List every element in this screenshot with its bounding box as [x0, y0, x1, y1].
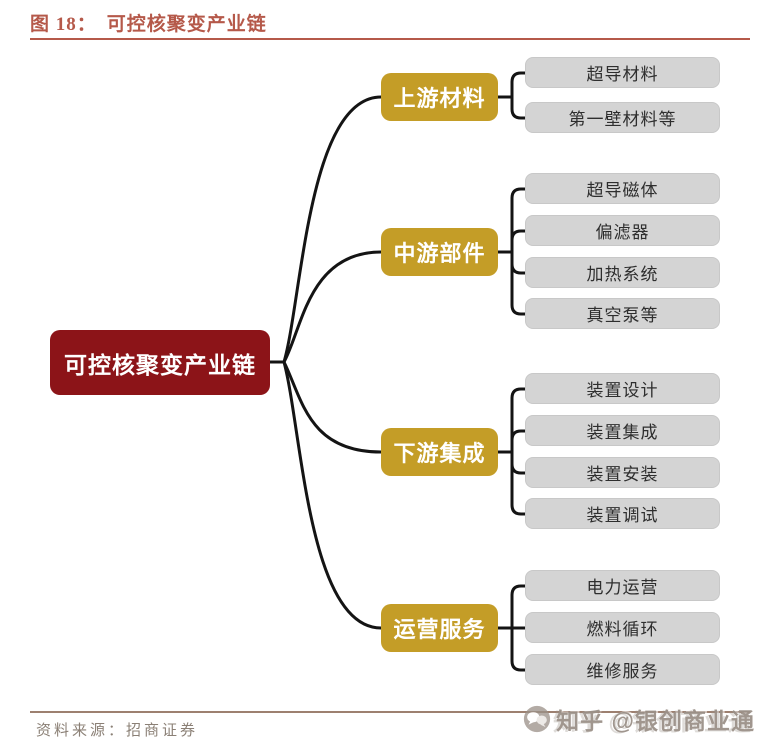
branch-curve-2 [282, 250, 383, 364]
title-underline [30, 38, 750, 40]
figure-title: 图 18： 可控核聚变产业链 [30, 8, 267, 36]
leaf-wire-3-3 [510, 450, 527, 475]
leaf-node: 第一壁材料等 [525, 102, 720, 133]
branch-label: 下游集成 [393, 441, 486, 466]
branch-node-downstream: 下游集成 [381, 428, 498, 476]
leaf-wire-2-4 [510, 250, 527, 316]
root-node-label: 可控核聚变产业链 [64, 351, 256, 378]
leaf-label: 装置安装 [586, 465, 659, 484]
leaf-wire-3-2 [510, 429, 527, 454]
leaf-node: 超导磁体 [525, 173, 720, 204]
leaf-label: 电力运营 [586, 578, 659, 597]
branch-curve-1 [282, 95, 383, 364]
leaf-node: 装置集成 [525, 415, 720, 446]
leaf-wire-2-2 [510, 229, 527, 254]
leaf-wire-3-1 [510, 387, 527, 454]
leaf-node: 维修服务 [525, 654, 720, 685]
figure-title-text: 可控核聚变产业链 [106, 13, 267, 35]
leaf-wire-1-2 [510, 95, 527, 120]
watermark-text: 知乎 @银创商业通 [556, 708, 755, 734]
leaf-node: 偏滤器 [525, 215, 720, 246]
leaf-label: 超导磁体 [586, 181, 659, 200]
leaf-node: 加热系统 [525, 257, 720, 288]
leaf-label: 超导材料 [586, 65, 659, 84]
root-node: 可控核聚变产业链 [50, 330, 270, 395]
branch-node-upstream: 上游材料 [381, 73, 498, 121]
chat-bubbles-icon [524, 705, 551, 733]
leaf-wire-2-3 [510, 250, 527, 275]
branch-label: 上游材料 [393, 86, 486, 111]
branch-node-operations: 运营服务 [381, 604, 498, 652]
footer-rule [30, 711, 750, 713]
figure-number-label: 图 18： [30, 13, 97, 35]
leaf-node: 装置安装 [525, 457, 720, 488]
source-attribution: 资料来源：招商证券 [36, 723, 199, 739]
leaf-wire-4-1 [510, 584, 527, 630]
leaf-wire-1-1 [510, 71, 527, 99]
watermark: 知乎 @银创商业通 [522, 697, 755, 741]
leaf-label: 真空泵等 [586, 306, 659, 325]
leaf-label: 装置调试 [586, 506, 659, 525]
leaf-wire-2-1 [510, 187, 527, 254]
leaf-label: 加热系统 [586, 265, 659, 284]
leaf-label: 偏滤器 [595, 223, 650, 242]
leaf-label: 装置设计 [586, 381, 659, 400]
branch-node-midstream: 中游部件 [381, 228, 498, 276]
leaf-node: 燃料循环 [525, 612, 720, 643]
branch-label: 运营服务 [393, 617, 486, 642]
leaf-node: 真空泵等 [525, 298, 720, 329]
leaf-node: 电力运营 [525, 570, 720, 601]
leaf-label: 维修服务 [586, 662, 659, 681]
branch-curve-4 [282, 360, 383, 630]
leaf-node: 装置调试 [525, 498, 720, 529]
leaf-wire-4-3 [510, 626, 527, 672]
leaf-label: 装置集成 [586, 423, 659, 442]
leaf-label: 燃料循环 [586, 620, 659, 639]
branch-label: 中游部件 [393, 241, 486, 266]
leaf-node: 装置设计 [525, 373, 720, 404]
leaf-label: 第一壁材料等 [568, 110, 677, 129]
branch-curve-3 [282, 360, 383, 454]
leaf-wire-3-4 [510, 450, 527, 516]
leaf-node: 超导材料 [525, 57, 720, 88]
